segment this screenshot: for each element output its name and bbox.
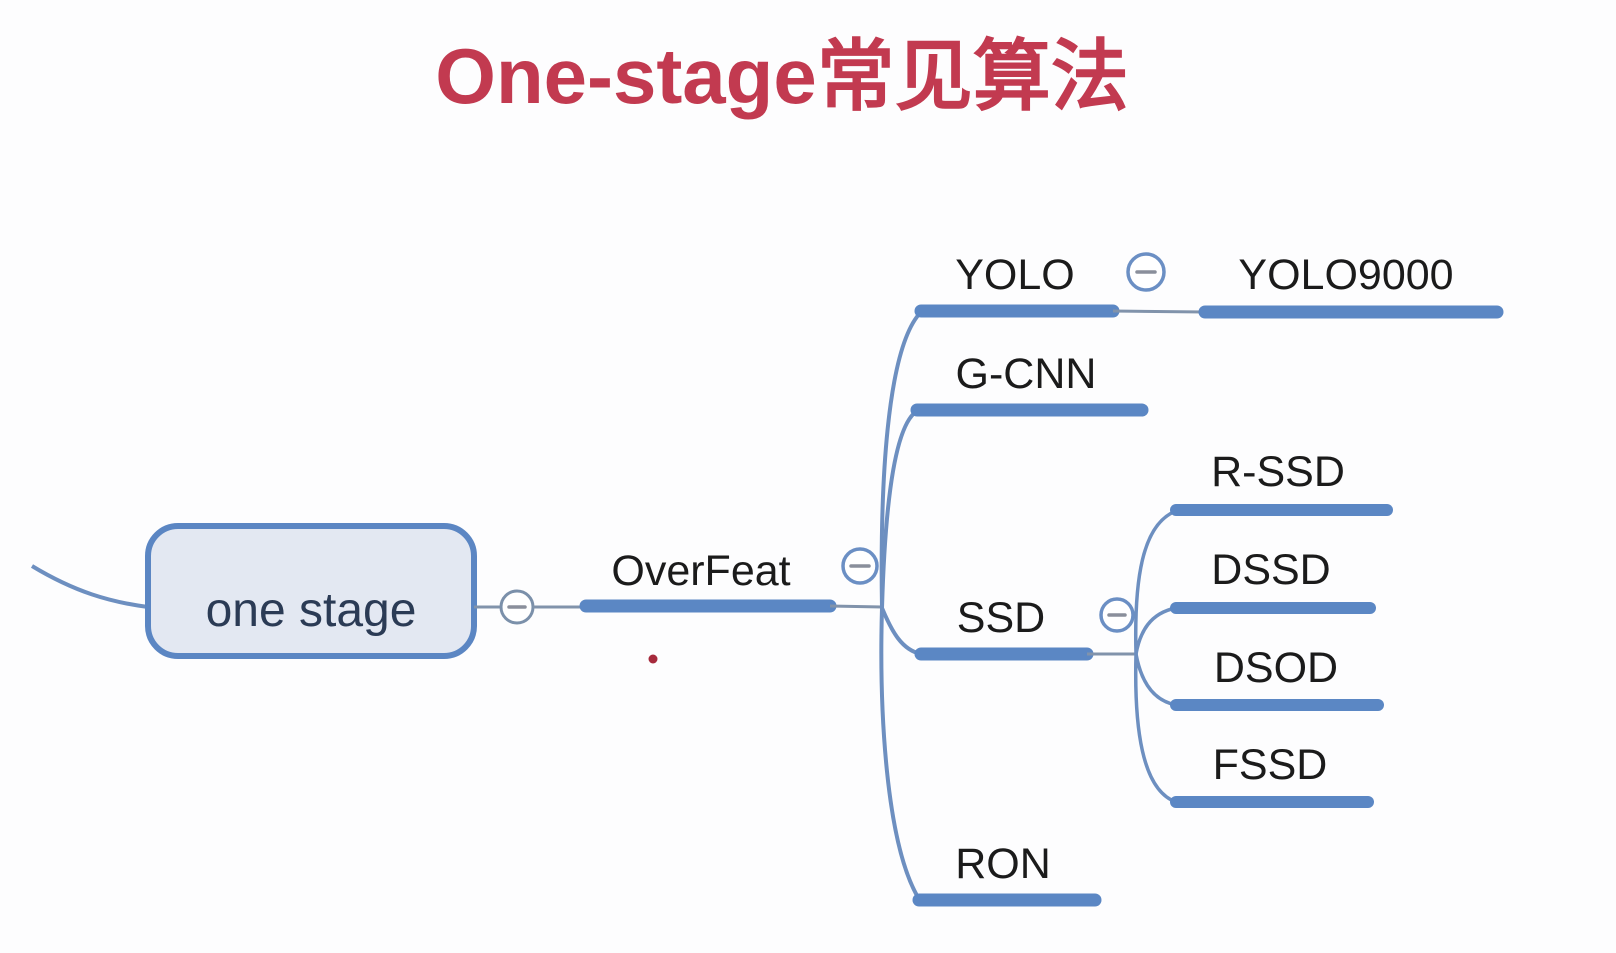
node-label-overfeat: OverFeat xyxy=(611,547,790,595)
connector-curve-dsod xyxy=(1134,653,1177,707)
connector-curve-rssd xyxy=(1133,509,1177,655)
node-label-dssd: DSSD xyxy=(1211,546,1330,594)
collapse-button-ssd[interactable] xyxy=(1099,597,1135,633)
incoming-connector-curve xyxy=(30,564,149,609)
yolo-child-connector xyxy=(1112,309,1206,314)
node-label-gcnn: G-CNN xyxy=(956,350,1097,398)
connector-curve-fssd xyxy=(1133,653,1177,804)
collapse-button-yolo[interactable] xyxy=(1126,252,1166,292)
node-label-yolo: YOLO xyxy=(955,251,1075,299)
node-label-yolo9000: YOLO9000 xyxy=(1238,251,1453,299)
collapse-button-overfeat[interactable] xyxy=(841,547,879,585)
root-node-label: one stage xyxy=(206,584,417,637)
laser-pointer-dot xyxy=(648,654,658,664)
connector-curve-yolo xyxy=(879,310,923,609)
connector-curve-gcnn xyxy=(880,409,919,609)
connector-curve-dssd xyxy=(1134,606,1177,655)
node-label-ssd: SSD xyxy=(957,594,1045,642)
node-label-fssd: FSSD xyxy=(1213,741,1328,789)
connector-curve-ssd xyxy=(880,607,922,656)
trunk-junction-connector xyxy=(829,604,883,609)
collapse-button-root[interactable] xyxy=(499,589,535,625)
connector-curve-ron xyxy=(879,607,921,901)
root-node[interactable] xyxy=(145,523,477,659)
page-title: One-stage常见算法 xyxy=(435,32,1129,120)
node-label-rssd: R-SSD xyxy=(1211,448,1345,496)
node-label-dsod: DSOD xyxy=(1214,644,1338,692)
node-label-ron: RON xyxy=(955,840,1051,888)
